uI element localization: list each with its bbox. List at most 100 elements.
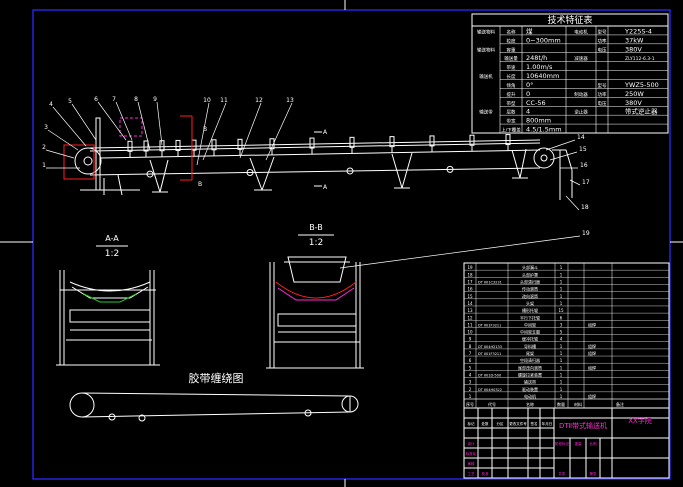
title-block-label: 年月日 bbox=[542, 421, 553, 426]
parts-name: 传动滚筒 bbox=[522, 286, 538, 292]
callout-number: 16 bbox=[580, 162, 588, 169]
spec-label: 粒度 bbox=[507, 37, 516, 44]
title-block-label: 重量 bbox=[575, 441, 583, 446]
parts-no: 7 bbox=[469, 351, 472, 356]
spec-device: 电动机 bbox=[574, 28, 588, 35]
parts-note: 组焊 bbox=[588, 350, 596, 356]
parts-name: 尾架 bbox=[526, 350, 534, 356]
parts-no: 14 bbox=[467, 301, 473, 306]
parts-header: 代号 bbox=[488, 401, 496, 407]
parts-name: 头部漏斗 bbox=[522, 264, 538, 270]
spec-sub-value: 250W bbox=[625, 90, 644, 98]
callout-number: 14 bbox=[577, 134, 585, 141]
title-block-label: 处数 bbox=[482, 421, 490, 426]
spec-label: 容重 bbox=[507, 46, 516, 53]
spec-label: 带型 bbox=[507, 100, 516, 107]
spec-sub-label: 型号 bbox=[598, 82, 607, 89]
parts-qty: 1 bbox=[560, 387, 563, 392]
belt-wrap-diagram bbox=[69, 392, 359, 422]
spec-sub-label: 功率 bbox=[598, 37, 607, 44]
spec-label: 输送量 bbox=[504, 55, 518, 62]
section-bb-title: B-B bbox=[309, 223, 323, 232]
head-pulley bbox=[533, 147, 555, 169]
title-block-label: 比例 bbox=[590, 441, 598, 446]
parts-name: 头架 bbox=[526, 300, 534, 306]
callout-number: 11 bbox=[220, 97, 228, 104]
spec-sub-value: ZLY112-6.3-1 bbox=[625, 56, 655, 62]
spec-sub-value: 37kW bbox=[625, 36, 644, 44]
parts-header: 备注 bbox=[616, 401, 624, 407]
title-block-label: 更改文件号 bbox=[509, 421, 527, 426]
title-block-label: 批准 bbox=[482, 471, 490, 476]
title-block-school: XX学院 bbox=[628, 416, 652, 425]
callout-number: 8 bbox=[134, 96, 138, 103]
parts-no: 4 bbox=[469, 373, 472, 378]
parts-name: 驱动装置 bbox=[522, 386, 538, 392]
parts-header: 数量 bbox=[557, 401, 565, 407]
title-block-label: 标准化 bbox=[466, 451, 477, 456]
callout-number: 19 bbox=[582, 230, 590, 237]
parts-code: DT II01D-500 bbox=[478, 374, 501, 378]
return-idler bbox=[246, 169, 254, 177]
parts-header: 材料 bbox=[574, 401, 582, 407]
parts-no: 13 bbox=[467, 308, 473, 313]
belt-top-line-2 bbox=[89, 142, 541, 152]
parts-code: DT II04H0322 bbox=[478, 388, 502, 392]
callout-number: 12 bbox=[255, 97, 263, 104]
section-b-label-bottom: B bbox=[198, 181, 202, 188]
spec-label: 倾角 bbox=[507, 82, 516, 89]
title-block-drawing-name: DTⅡ带式输送机 bbox=[559, 421, 607, 430]
parts-qty: 1 bbox=[560, 265, 563, 270]
parts-code: DT II01F3211 bbox=[478, 323, 501, 327]
callout-number: 6 bbox=[94, 96, 98, 103]
parts-header: 名称 bbox=[526, 401, 534, 407]
spec-value: 煤 bbox=[526, 26, 533, 35]
parts-code: DT II01C3231 bbox=[478, 280, 502, 284]
parts-qty: 1 bbox=[560, 301, 563, 306]
parts-qty: 1 bbox=[560, 351, 563, 356]
belt-top-line bbox=[89, 139, 541, 149]
parts-no: 16 bbox=[467, 287, 473, 292]
spec-label: 层数 bbox=[507, 109, 516, 116]
callout-number: 3 bbox=[44, 124, 48, 131]
callout-number: 13 bbox=[286, 97, 294, 104]
parts-no: 11 bbox=[467, 322, 473, 327]
parts-qty: 1 bbox=[560, 287, 563, 292]
parts-name: 输送带 bbox=[524, 379, 536, 385]
parts-no: 12 bbox=[467, 315, 473, 320]
spec-label: 名称 bbox=[507, 28, 516, 35]
parts-no: 17 bbox=[467, 279, 473, 284]
callout-number: 18 bbox=[581, 204, 589, 211]
conveyor-elevation bbox=[63, 115, 573, 200]
parts-no: 18 bbox=[467, 272, 473, 277]
parts-code: DT II04H2133 bbox=[478, 345, 502, 349]
parts-qty: 1 bbox=[560, 365, 563, 370]
callout-number: 5 bbox=[68, 98, 72, 105]
parts-qty: 1 bbox=[560, 394, 563, 399]
parts-qty: 3 bbox=[560, 322, 563, 327]
spec-table-title: 技术特征表 bbox=[547, 14, 592, 26]
parts-qty: 1 bbox=[560, 380, 563, 385]
callout-number: 1 bbox=[42, 162, 46, 169]
callout-number: 15 bbox=[579, 146, 587, 153]
spec-value: 4.5/1.5mm bbox=[526, 126, 562, 134]
parts-no: 5 bbox=[469, 365, 472, 370]
return-idler bbox=[346, 167, 354, 175]
title-block-label: 共张 bbox=[559, 471, 567, 476]
spec-device: 逆止器 bbox=[574, 109, 588, 116]
parts-qty: 1 bbox=[560, 358, 563, 363]
tail-pulley bbox=[74, 147, 102, 175]
spec-sub-value: 380V bbox=[625, 99, 642, 107]
spec-group-label: 输送物料 bbox=[477, 28, 495, 35]
spec-value: 4 bbox=[526, 108, 530, 116]
parts-no: 2 bbox=[469, 387, 472, 392]
spec-sub-label: 电压 bbox=[598, 100, 607, 107]
spec-device: 减速器 bbox=[574, 55, 588, 62]
spec-sub-value: 380V bbox=[625, 45, 642, 53]
frame-stringer bbox=[99, 149, 541, 159]
callout-number: 10 bbox=[203, 97, 211, 104]
spec-sub-label: 型号 bbox=[598, 28, 607, 35]
spec-device: 制动器 bbox=[574, 91, 588, 98]
parts-name: 中间架支腿 bbox=[520, 329, 540, 335]
spec-sub-label: 电压 bbox=[598, 46, 607, 53]
